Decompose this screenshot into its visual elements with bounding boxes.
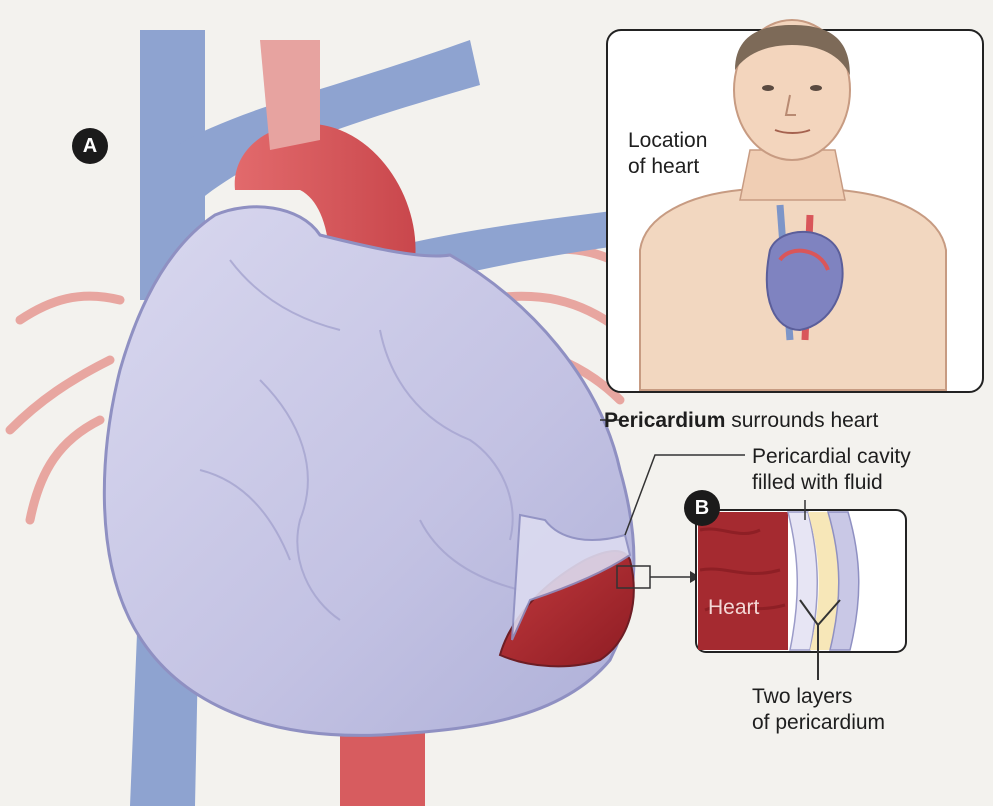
label-pericardium-rest: surrounds heart — [725, 409, 878, 432]
label-pericardium: Pericardium surrounds heart — [604, 408, 878, 434]
label-pericardium-bold: Pericardium — [604, 409, 725, 432]
label-location-of-heart: Location of heart — [628, 128, 707, 180]
inset-b-layers — [696, 500, 906, 680]
label-pericardial-cavity: Pericardial cavity filled with fluid — [752, 444, 911, 496]
badge-b: B — [684, 490, 720, 526]
badge-a: A — [72, 128, 108, 164]
label-inset-heart: Heart — [708, 596, 759, 620]
inset-a-person — [607, 20, 983, 392]
label-two-layers: Two layers of pericardium — [752, 684, 885, 736]
